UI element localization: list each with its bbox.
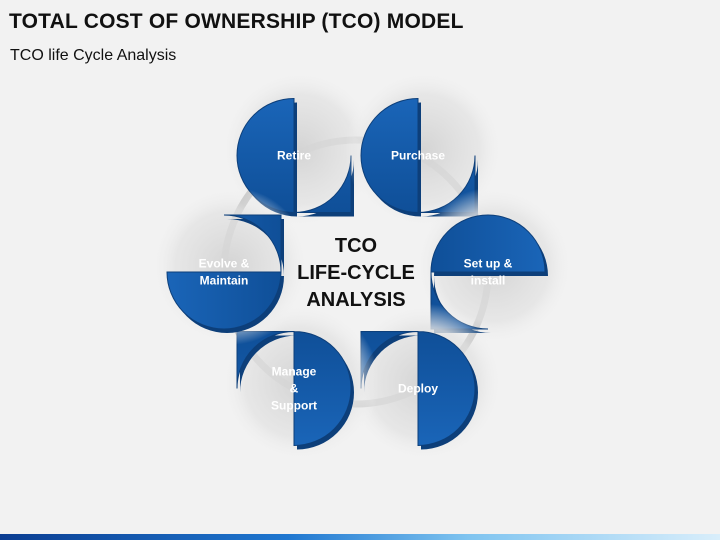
node-label-setup: Set up & (464, 257, 513, 271)
node-shape (360, 97, 476, 214)
node-shape (166, 214, 282, 330)
page-title: TOTAL COST OF OWNERSHIP (TCO) MODEL (9, 10, 464, 33)
footer-accent-bar (0, 534, 720, 540)
node-label-manage: Support (271, 399, 317, 413)
cycle-node-deploy: Deploy (345, 303, 503, 462)
cycle-node-purchase: Purchase (345, 70, 503, 229)
cycle-node-evolve: Evolve & Maintain (151, 187, 309, 345)
center-label-line: LIFE-CYCLE (297, 262, 415, 284)
node-shape (236, 330, 352, 447)
node-label-retire: Retire (277, 149, 311, 163)
cycle-node-retire: Retire (221, 70, 379, 229)
node-label-manage: Manage (272, 365, 317, 379)
center-label-line: ANALYSIS (306, 289, 405, 311)
page-subtitle: TCO life Cycle Analysis (10, 47, 177, 64)
node-label-setup: install (471, 274, 506, 288)
center-label-line: TCO (335, 235, 377, 257)
node-label-manage: & (290, 382, 299, 396)
node-label-deploy: Deploy (398, 382, 438, 396)
node-label-evolve: Evolve & (199, 257, 250, 271)
node-label-purchase: Purchase (391, 149, 445, 163)
cycle-node-setup: Set up & install (415, 187, 573, 345)
node-label-evolve: Maintain (200, 274, 249, 288)
cycle-node-manage: Manage & Support (221, 303, 379, 462)
